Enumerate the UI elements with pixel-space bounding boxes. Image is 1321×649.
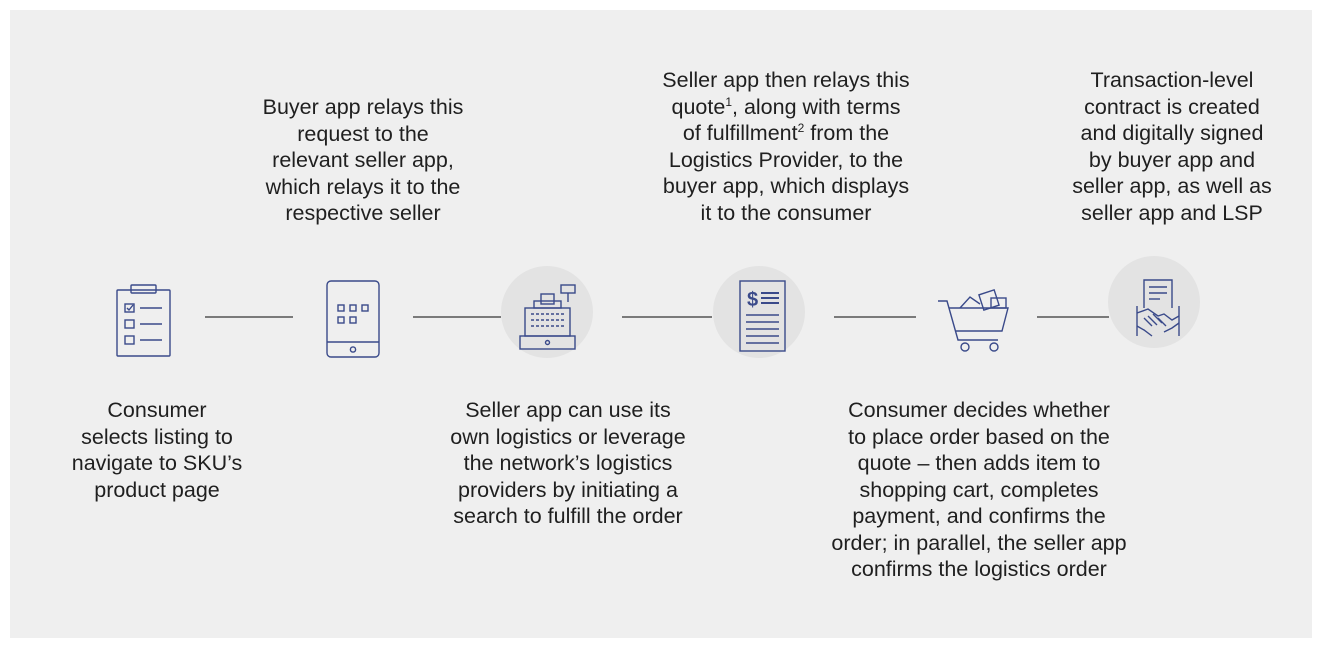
step-1-icon-container: [96, 268, 188, 360]
svg-text:$: $: [747, 289, 758, 311]
cash-register-icon: [519, 284, 576, 350]
step-3-icon-container: [501, 266, 593, 358]
step-3-caption: Seller app can use its own logistics or …: [450, 398, 686, 528]
connector-2-3: [413, 316, 501, 318]
tablet-app-icon: [326, 280, 380, 358]
connector-5-6: [1037, 316, 1109, 318]
step-2-icon-container: [307, 268, 399, 360]
step-6-caption: Transaction-level contract is created an…: [1072, 68, 1272, 225]
step-4-footnote-2: 2: [797, 120, 805, 135]
connector-1-2: [205, 316, 293, 318]
connector-4-5: [834, 316, 916, 318]
step-4-footnote-1: 1: [725, 94, 732, 109]
step-2-caption: Buyer app relays this request to the rel…: [262, 95, 464, 225]
clipboard-checklist-icon: [116, 284, 171, 357]
step-4-text-b: , along with terms of fulfillment: [682, 94, 901, 146]
invoice-dollar-icon: $: [739, 280, 786, 352]
step-4-text-c: from the Logistics Provider, to the buye…: [662, 121, 910, 225]
step-1-caption: Consumer selects listing to navigate to …: [71, 398, 243, 502]
step-4-text-a: Seller app then relays this quote: [662, 68, 910, 119]
step-4-caption: Seller app then relays this quote1, alon…: [626, 67, 946, 226]
connector-3-4: [622, 316, 712, 318]
step-5-icon-container: [928, 268, 1020, 360]
contract-handshake-icon: [1136, 279, 1180, 337]
step-4-icon-container: $: [713, 266, 805, 358]
diagram-panel: [10, 10, 1312, 638]
shopping-cart-icon: [938, 289, 1009, 352]
step-5-caption: Consumer decides whether to place order …: [831, 398, 1127, 581]
step-6-icon-container: [1108, 256, 1200, 348]
